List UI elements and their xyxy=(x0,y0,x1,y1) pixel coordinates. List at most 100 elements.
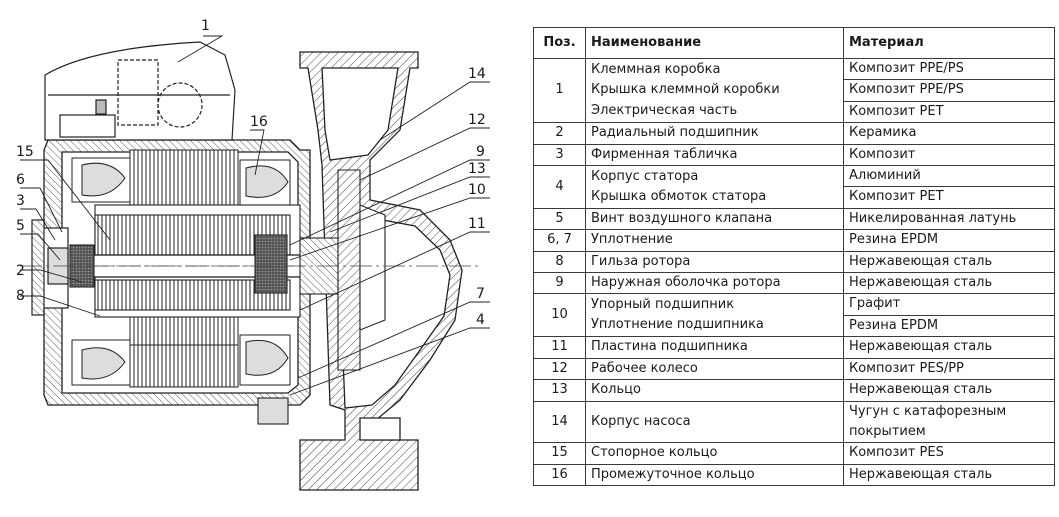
cell-pos: 16 xyxy=(533,463,586,487)
callout-2: 2 xyxy=(16,263,25,279)
header-name: Наименование xyxy=(585,27,844,59)
cell-material: Никелированная латунь xyxy=(843,207,1055,231)
table-row: 8 Гильза ротора Нержавеющая сталь xyxy=(533,250,1055,274)
cell-pos: 1 xyxy=(533,57,586,124)
part-name: Радиальный подшипник xyxy=(591,125,759,141)
part-name: Фирменная табличка xyxy=(591,146,738,162)
cell-pos: 3 xyxy=(533,143,586,167)
cell-name: Кольцо xyxy=(585,379,844,402)
part-material: Керамика xyxy=(849,125,917,141)
cell-pos: 4 xyxy=(533,165,586,209)
header-material: Материал xyxy=(843,27,1055,59)
cell-material: Композит PES/PP xyxy=(843,357,1055,381)
part-material: Нержавеющая сталь xyxy=(849,382,993,398)
callout-10: 10 xyxy=(468,182,486,198)
cell-name: Винт воздушного клапана xyxy=(585,207,844,231)
pump-cross-section-drawing: 1 16 15 6 3 5 2 8 14 12 9 13 10 11 7 4 xyxy=(16,18,490,491)
callout-15: 15 xyxy=(16,144,34,160)
cell-pos: 15 xyxy=(533,442,586,465)
part-material: Алюминий xyxy=(849,168,921,184)
part-material: Композит PPE/PS xyxy=(849,61,964,76)
cell-name: Стопорное кольцо xyxy=(585,442,844,465)
rotor-assembly xyxy=(69,204,359,318)
table-row: 15 Стопорное кольцо Композит PES xyxy=(533,442,1055,465)
callout-leaders xyxy=(20,35,490,396)
cell-material: Нержавеющая сталь xyxy=(843,336,1055,359)
part-material: Композит PES xyxy=(849,445,944,461)
cell-material: Керамика xyxy=(843,122,1055,145)
cell-material: Композит PES xyxy=(843,442,1055,465)
part-material: Нержавеющая сталь xyxy=(849,275,993,291)
cell-pos: 8 xyxy=(533,250,586,274)
callout-8: 8 xyxy=(16,288,25,304)
cell-name: Радиальный подшипник xyxy=(585,122,844,145)
part-name: Уплотнение xyxy=(591,232,673,248)
part-name: Рабочее колесо xyxy=(591,360,698,376)
table-row: 3 Фирменная табличка Композит xyxy=(533,143,1055,167)
cell-material: Нержавеющая сталь xyxy=(843,250,1055,274)
cell-pos: 2 xyxy=(533,122,586,145)
part-material: Никелированная латунь xyxy=(849,210,1017,226)
callout-11: 11 xyxy=(468,216,486,232)
cell-name: Промежуточное кольцо xyxy=(585,463,844,487)
cell-material: Нержавеющая сталь xyxy=(843,379,1055,402)
cell-name: Наружная оболочка ротора xyxy=(585,272,844,295)
cell-pos: 9 xyxy=(533,272,586,295)
part-name: Корпус статора xyxy=(591,168,699,184)
cell-name: Корпус насоса xyxy=(585,400,844,444)
table-row: 16 Промежуточное кольцо Нержавеющая сталь xyxy=(533,463,1055,487)
cell-pos: 6, 7 xyxy=(533,229,586,252)
callout-9: 9 xyxy=(476,144,485,160)
part-name: Электрическая часть xyxy=(591,102,738,118)
part-name: Гильза ротора xyxy=(591,253,691,269)
callout-16: 16 xyxy=(250,114,268,130)
callout-labels: 1 16 15 6 3 5 2 8 14 12 9 13 10 11 7 4 xyxy=(16,18,486,328)
part-name: Промежуточное кольцо xyxy=(591,466,755,482)
part-name: Крышка клеммной коробки xyxy=(591,82,780,98)
table-row: 9 Наружная оболочка ротора Нержавеющая ста… xyxy=(533,272,1055,295)
cell-material: Нержавеющая сталь xyxy=(843,272,1055,295)
cell-pos: 5 xyxy=(533,207,586,231)
part-material: Композит PES/PP xyxy=(849,360,964,376)
part-material: Резина EPDM xyxy=(849,232,939,248)
cell-name: Уплотнение xyxy=(585,229,844,252)
part-name: Кольцо xyxy=(591,382,641,398)
part-name: Корпус насоса xyxy=(591,413,691,429)
header-pos: Поз. xyxy=(533,27,586,59)
part-material: Нержавеющая сталь xyxy=(849,339,993,355)
part-name: Крышка обмоток статора xyxy=(591,188,767,204)
callout-12: 12 xyxy=(468,112,486,128)
part-name: Наружная оболочка ротора xyxy=(591,275,781,291)
cell-material: Композит xyxy=(843,143,1055,167)
callout-6: 6 xyxy=(16,172,25,188)
callout-7: 7 xyxy=(476,286,485,302)
cell-pos: 14 xyxy=(533,400,586,444)
part-name: Стопорное кольцо xyxy=(591,445,718,461)
cell-name: Фирменная табличка xyxy=(585,143,844,167)
part-material: Композит PPE/PS xyxy=(844,79,1054,100)
cell-name: Рабочее колесо xyxy=(585,357,844,381)
drain-screw xyxy=(257,397,289,425)
cell-pos: 11 xyxy=(533,336,586,359)
callout-5: 5 xyxy=(16,218,25,234)
cell-name: Пластина подшипника xyxy=(585,336,844,359)
part-material: Графит xyxy=(849,296,901,312)
callout-3: 3 xyxy=(16,193,25,209)
cell-material: Нержавеющая сталь xyxy=(843,463,1055,487)
part-name: Пластина подшипника xyxy=(591,339,748,355)
callout-4: 4 xyxy=(476,312,485,328)
callout-1: 1 xyxy=(201,18,210,34)
part-material: Нержавеющая сталь xyxy=(849,466,993,482)
part-material: Резина EPDM xyxy=(844,314,1054,336)
